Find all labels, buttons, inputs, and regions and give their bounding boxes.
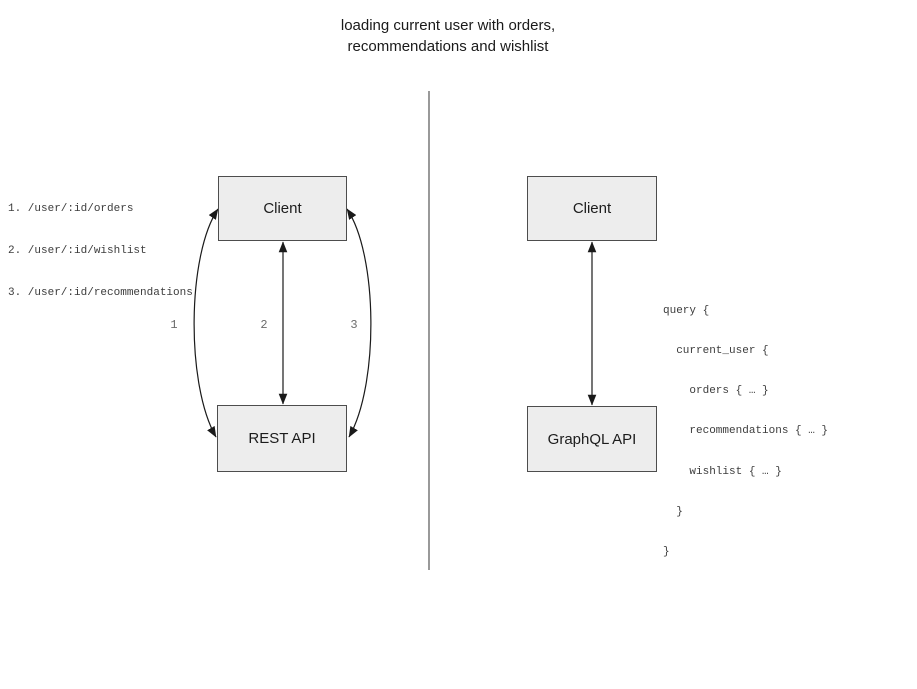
rest-arrow-3-curve [346, 208, 372, 438]
graphql-query-line: orders { … } [663, 385, 769, 398]
rest-arrow-label-3: 3 [350, 318, 358, 332]
rest-endpoint-wishlist: 2. /user/:id/wishlist [8, 245, 147, 257]
rest-api-box-label: REST API [248, 430, 316, 447]
rest-arrow-label-1: 1 [170, 318, 178, 332]
rest-api-box: REST API [217, 405, 347, 472]
rest-arrow-1-curve [193, 208, 219, 438]
graphql-query-line: query { [663, 304, 710, 317]
graphql-api-box: GraphQL API [527, 406, 657, 472]
rest-endpoint-recommendations: 3. /user/:id/recommendations [8, 287, 193, 299]
diagram-title: loading current user with orders, recomm… [148, 15, 748, 57]
graphql-client-box: Client [527, 176, 657, 241]
graphql-query-line: current_user { [663, 345, 769, 358]
rest-client-box: Client [218, 176, 347, 241]
graphql-query-line: wishlist { … } [663, 465, 782, 478]
diagram-title-line1: loading current user with orders, [340, 17, 556, 34]
graphql-client-box-label: Client [572, 200, 612, 217]
graphql-query-snippet: query { current_user { orders { … } reco… [663, 278, 828, 586]
graphql-api-box-label: GraphQL API [547, 430, 637, 448]
diagram-title-line2: recommendations and wishlist [347, 38, 549, 55]
rest-client-box-label: Client [263, 200, 302, 217]
rest-endpoint-list: 1. /user/:id/orders 2. /user/:id/wishlis… [8, 174, 193, 328]
graphql-query-line: } [663, 505, 683, 518]
rest-endpoint-orders: 1. /user/:id/orders [8, 203, 134, 215]
graphql-query-line: } [663, 546, 670, 559]
rest-arrow-label-2: 2 [260, 318, 268, 332]
graphql-query-line: recommendations { … } [663, 425, 829, 438]
